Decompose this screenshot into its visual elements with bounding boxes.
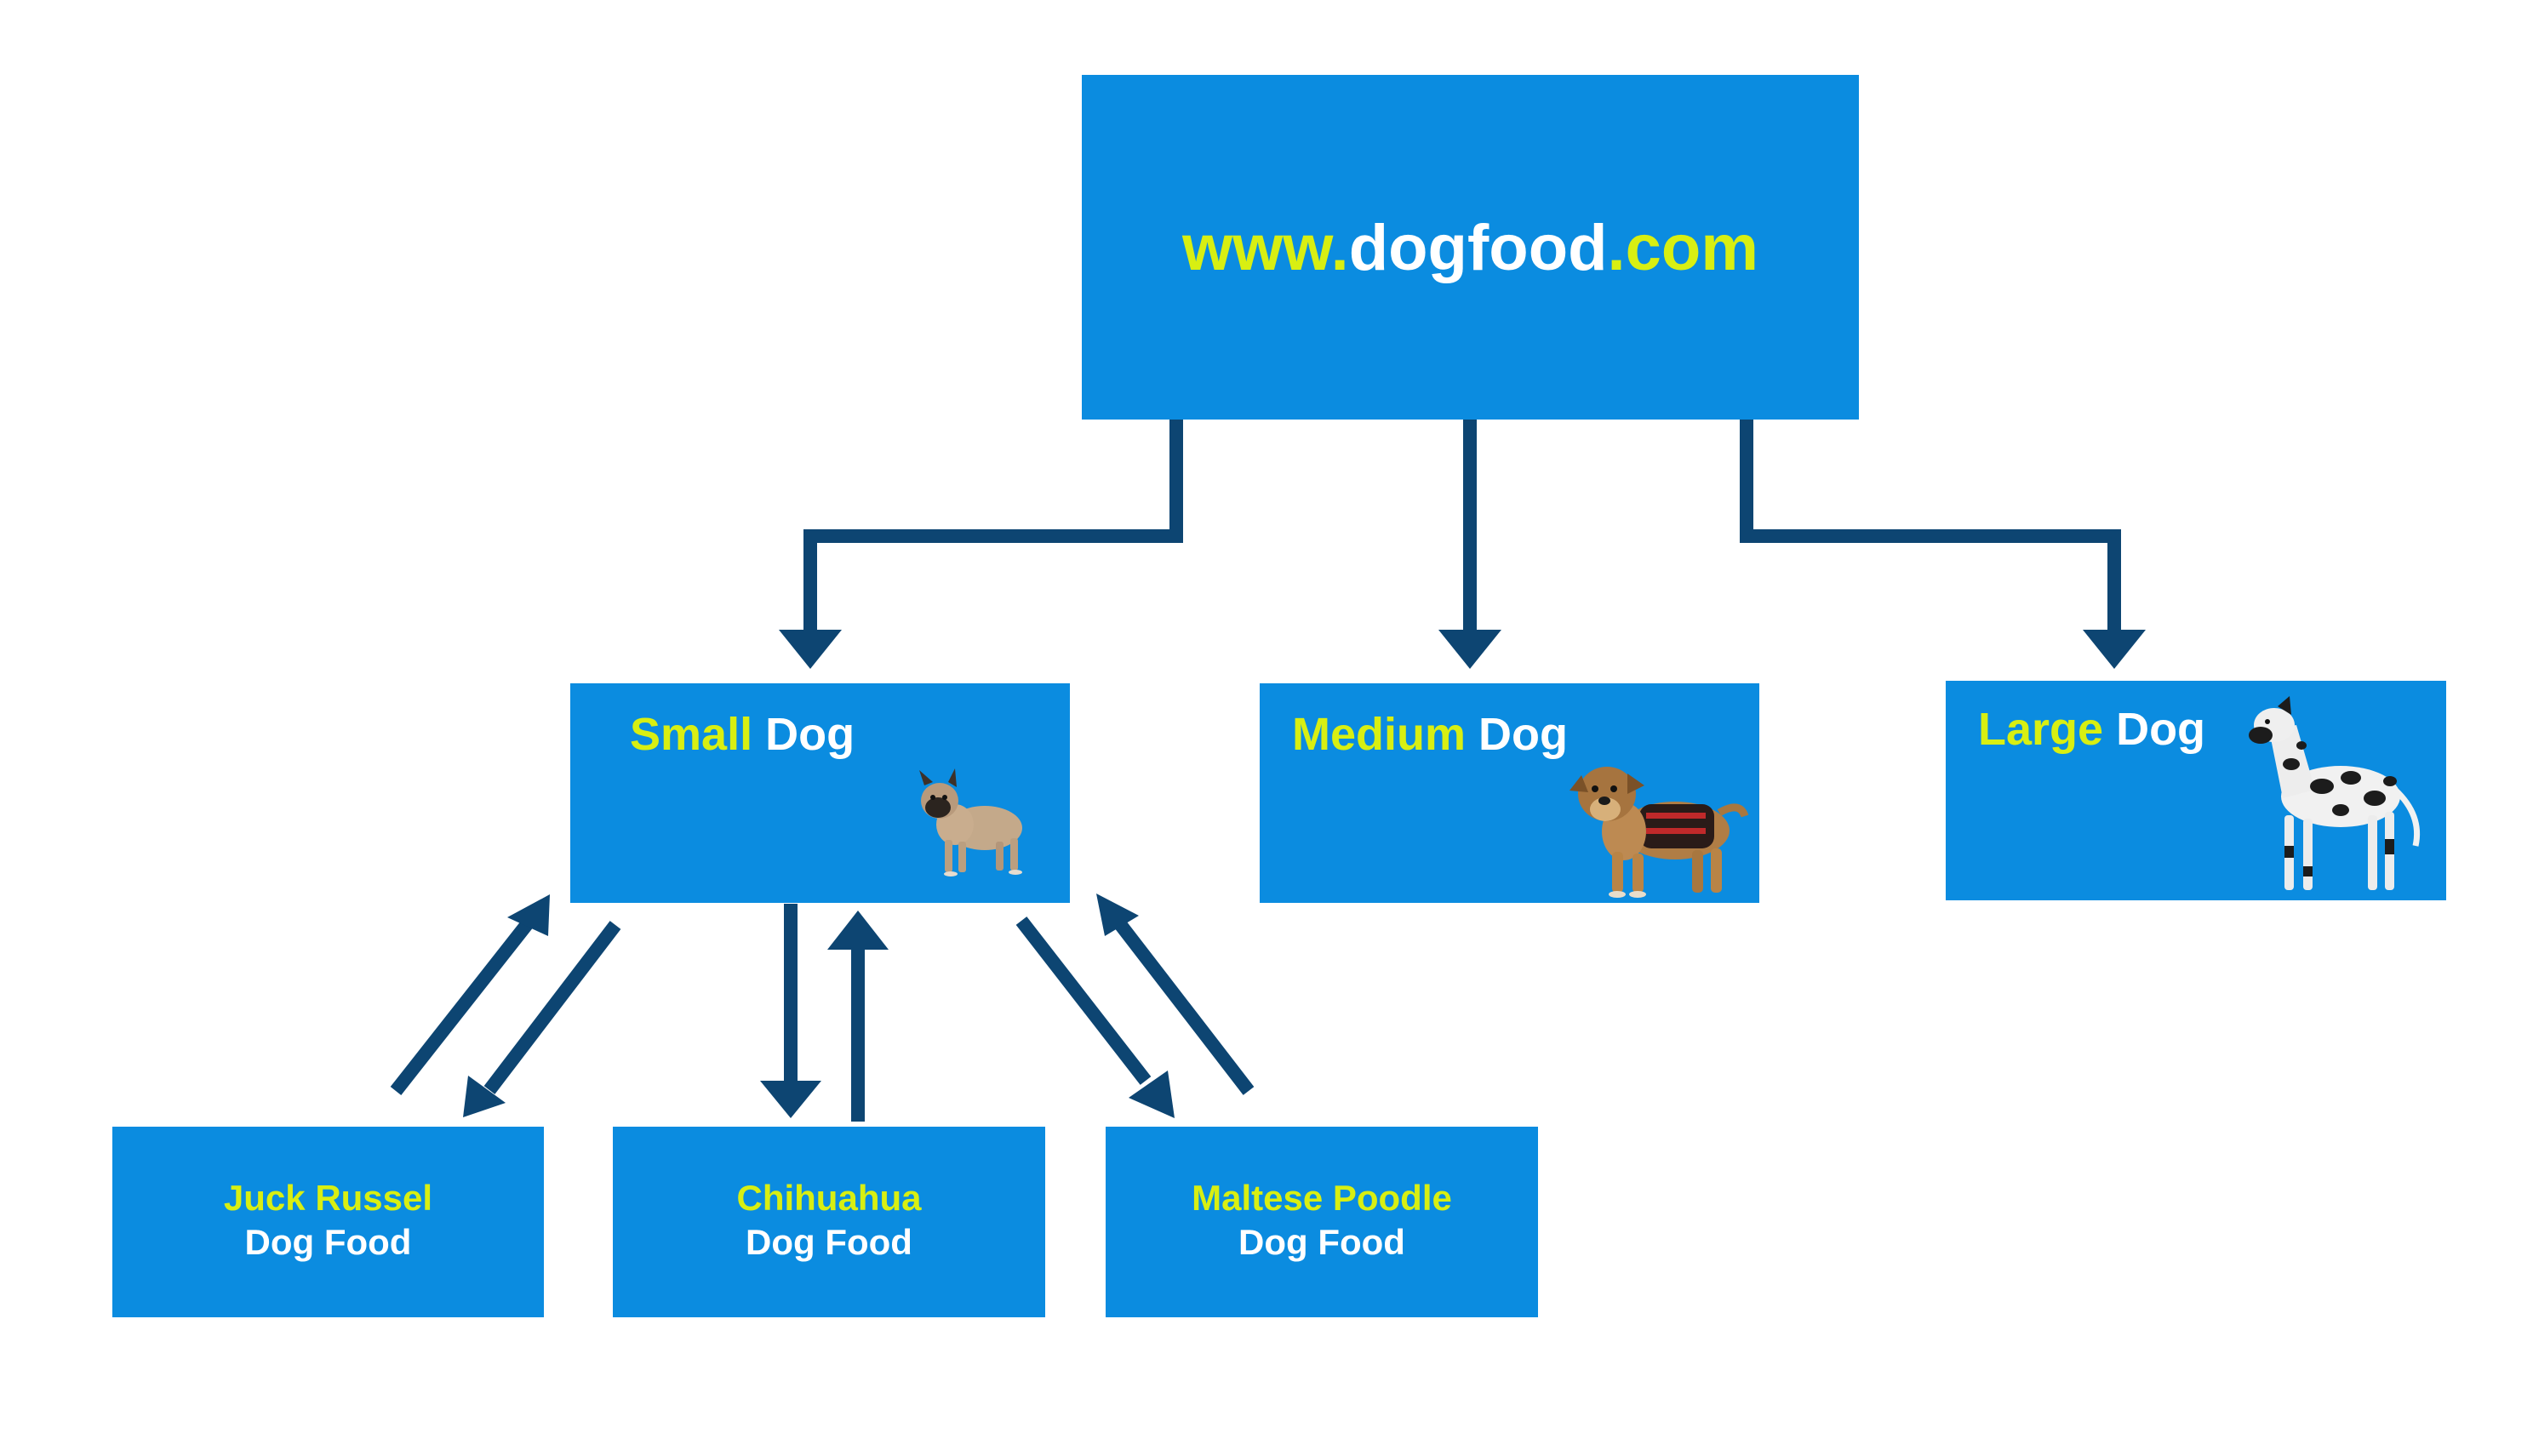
breed-box-jack-russel: Juck Russel Dog Food <box>112 1127 544 1317</box>
root-title-suffix: .com <box>1607 212 1758 284</box>
arrow-small-to-jack <box>483 921 621 1094</box>
large-dog-title-rest: Dog <box>2103 704 2206 755</box>
medium-dog-title-highlight: Medium <box>1292 709 1467 760</box>
breed-name: Maltese Poodle <box>1192 1178 1452 1218</box>
breed-name: Juck Russel <box>223 1178 433 1218</box>
breed-subtitle: Dog Food <box>746 1222 912 1262</box>
breed-subtitle: Dog Food <box>1238 1222 1405 1262</box>
arrow-root-to-small <box>803 420 1183 630</box>
french-bulldog-photo-icon <box>919 768 1022 876</box>
arrowhead-small <box>779 630 842 669</box>
medium-dog-title: Medium Dog <box>1292 708 1568 761</box>
arrowhead-large <box>2083 630 2146 669</box>
small-dog-title-highlight: Small <box>630 709 753 760</box>
great-dane-photo-icon <box>2249 696 2421 890</box>
root-title-prefix: www. <box>1182 212 1349 284</box>
breed-text: Maltese Poodle Dog Food <box>1106 1176 1538 1265</box>
breed-name: Chihuahua <box>736 1178 922 1218</box>
arrowhead-small-to-jack <box>463 1076 506 1117</box>
large-dog-box: Large Dog <box>1946 681 2446 900</box>
breed-text: Juck Russel Dog Food <box>112 1176 544 1265</box>
terrier-with-harness-photo-icon <box>1570 767 1749 898</box>
root-node-box: www.dogfood.com <box>1082 75 1859 420</box>
arrow-root-to-large <box>1740 420 2121 630</box>
breed-box-chihuahua: Chihuahua Dog Food <box>613 1127 1045 1317</box>
arrowhead-maltese-to-small <box>1096 894 1139 936</box>
arrow-maltese-to-small <box>1114 920 1255 1095</box>
breed-subtitle: Dog Food <box>244 1222 412 1262</box>
large-dog-title: Large Dog <box>1978 703 2205 756</box>
root-title: www.dogfood.com <box>1082 211 1859 285</box>
arrowhead-chihuahua-to-small <box>827 911 889 950</box>
small-dog-title-rest: Dog <box>752 709 855 760</box>
arrowhead-small-to-chihuahua <box>760 1081 821 1118</box>
medium-dog-box: Medium Dog <box>1260 683 1759 903</box>
small-dog-box: Small Dog <box>570 683 1070 903</box>
medium-dog-title-rest: Dog <box>1466 709 1568 760</box>
arrowhead-small-to-maltese <box>1129 1071 1175 1118</box>
breed-box-maltese-poodle: Maltese Poodle Dog Food <box>1106 1127 1538 1317</box>
small-dog-title: Small Dog <box>630 708 855 761</box>
arrow-jack-to-small <box>390 919 534 1095</box>
root-title-name: dogfood <box>1348 212 1608 284</box>
arrow-small-to-maltese <box>1015 916 1152 1085</box>
arrowhead-jack-to-small <box>507 894 550 936</box>
large-dog-title-highlight: Large <box>1978 704 2104 755</box>
breed-text: Chihuahua Dog Food <box>613 1176 1045 1265</box>
arrowhead-medium <box>1438 630 1501 669</box>
